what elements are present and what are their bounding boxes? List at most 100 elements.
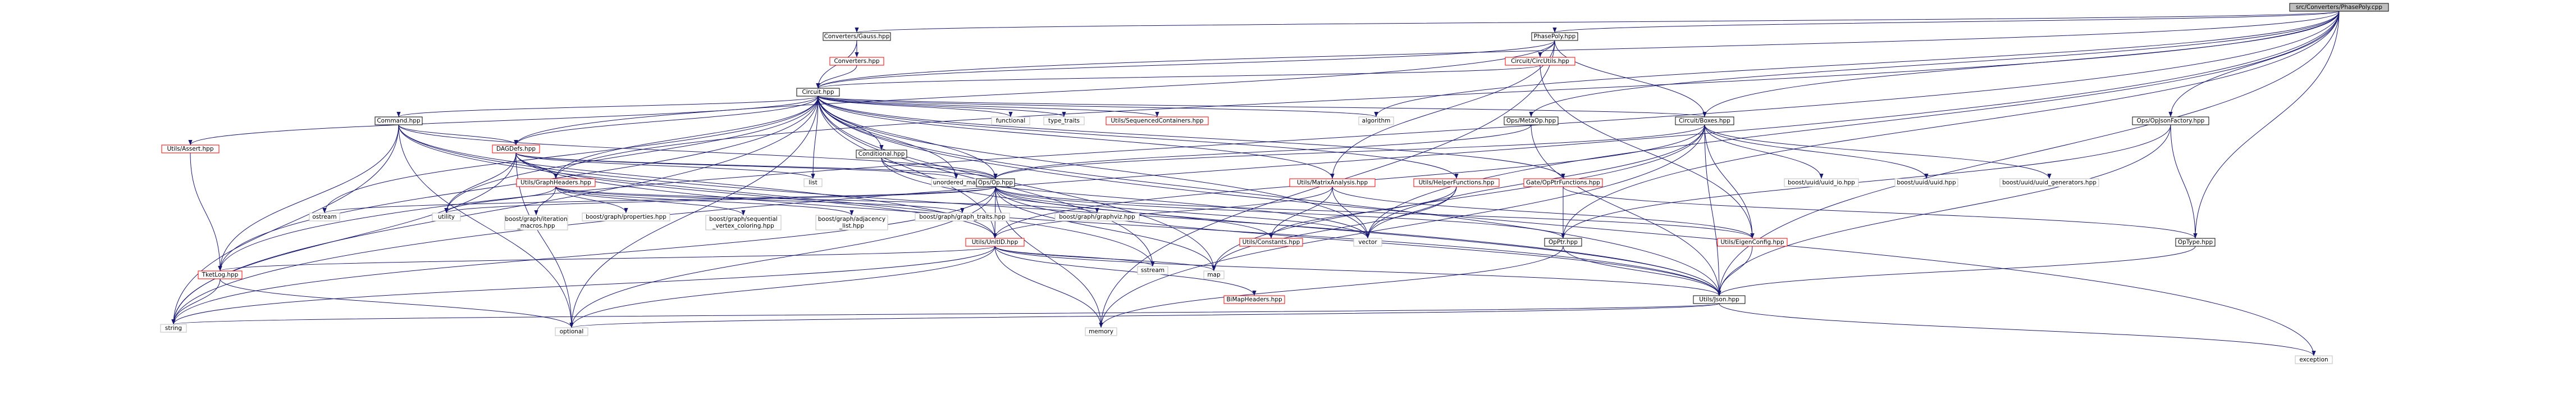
node-dagdefs[interactable]: DAGDefs.hpp — [492, 144, 540, 153]
edge-unitid-to-string — [171, 246, 995, 325]
node-label: OpType.hpp — [2178, 239, 2213, 246]
node-label: TketLog.hpp — [202, 272, 239, 278]
node-seqcontainers[interactable]: Utils/SequencedContainers.hpp — [1106, 116, 1209, 125]
node-label: memory — [1089, 328, 1113, 335]
edge-graphheaders-to-bg_adj — [555, 186, 854, 216]
edge-phasepoly-to-boxes — [1554, 40, 1707, 117]
node-box — [160, 324, 187, 333]
edge-opsop-to-ostream — [322, 186, 996, 214]
node-label: boost/uuid/uuid_io.hpp — [1788, 179, 1855, 186]
edge-boxes-to-json — [1704, 124, 1721, 296]
edge-matrixanalysis-to-eigenconfig — [1332, 186, 1755, 239]
node-conv_gauss[interactable]: Converters/Gauss.hpp — [823, 32, 891, 41]
node-box — [1504, 116, 1559, 125]
node-label: Gate/OpPtrFunctions.hpp — [1526, 179, 1600, 186]
node-label: boost/graph/properties.hpp — [586, 214, 666, 220]
node-box — [815, 215, 888, 230]
edge-dagdefs-to-string — [171, 152, 517, 325]
edge-dagdefs-to-graphheaders — [515, 152, 558, 179]
node-opptr[interactable]: OpPtr.hpp — [1544, 238, 1582, 247]
node-opsop[interactable]: Ops/Op.hpp — [976, 178, 1015, 187]
node-box — [309, 212, 340, 221]
edge-graphheaders-to-utility — [444, 186, 556, 214]
edge-assert-to-tketlog — [190, 152, 222, 272]
edge-conditional-to-opsop — [881, 157, 998, 179]
edge-matrixanalysis-to-unitid — [993, 186, 1333, 239]
edge-dagdefs-to-json — [515, 152, 1721, 296]
edge-opsop-to-utility — [444, 186, 996, 214]
node-json[interactable]: Utils/Json.hpp — [1693, 295, 1746, 304]
node-gateopptr[interactable]: Gate/OpPtrFunctions.hpp — [1523, 178, 1603, 187]
node-label: string — [165, 325, 182, 332]
node-helperfunctions[interactable]: Utils/HelperFunctions.hpp — [1413, 178, 1500, 187]
node-assert[interactable]: Utils/Assert.hpp — [161, 144, 220, 153]
edge-circuit-to-functional — [817, 96, 1013, 117]
edge-circuit-to-boxes — [817, 96, 1706, 117]
node-unordered_map: unordered_map — [931, 178, 981, 187]
node-label: exception — [2299, 356, 2328, 363]
node-bimap[interactable]: BiMapHeaders.hpp — [1223, 295, 1285, 304]
edge-graphheaders-to-bg_viz — [555, 186, 1099, 214]
node-box — [856, 150, 907, 159]
node-graphheaders[interactable]: Utils/GraphHeaders.hpp — [516, 178, 596, 187]
node-constants[interactable]: Utils/Constants.hpp — [1239, 238, 1303, 247]
edge-circuit-to-helperfunctions — [817, 96, 1459, 179]
edge-opsop-to-optional — [569, 186, 996, 328]
edge-circuit-to-exception — [817, 96, 2316, 356]
node-ostream: ostream — [309, 212, 340, 221]
node-label: Utils/Assert.hpp — [167, 146, 214, 152]
edge-phasepoly-to-matrixanalysis — [1330, 40, 1555, 179]
node-box — [829, 57, 884, 66]
node-box — [976, 178, 1015, 187]
node-box — [803, 178, 823, 187]
edge-circuit-to-seqcontainers — [817, 96, 1159, 117]
node-optype[interactable]: OpType.hpp — [2175, 238, 2216, 247]
node-boxes[interactable]: Circuit/Boxes.hpp — [1675, 116, 1734, 125]
node-circutils[interactable]: Circuit/CircUtils.hpp — [1505, 57, 1575, 66]
edge-circutils-to-eigenconfig — [1540, 65, 1755, 239]
node-matrixanalysis[interactable]: Utils/MatrixAnalysis.hpp — [1289, 178, 1376, 187]
node-box — [1353, 238, 1382, 247]
node-label: Utils/MatrixAnalysis.hpp — [1297, 179, 1368, 186]
node-tketlog[interactable]: TketLog.hpp — [198, 270, 243, 279]
edge-matrixanalysis-to-constants — [1269, 186, 1333, 239]
node-box — [965, 238, 1025, 247]
node-box — [1054, 212, 1140, 221]
edge-unitid-to-memory — [994, 246, 1103, 328]
edge-root-to-string — [171, 11, 2340, 325]
node-label: Utils/GraphHeaders.hpp — [520, 179, 591, 186]
node-converters[interactable]: Converters.hpp — [829, 57, 884, 66]
edge-boxes-to-eigenconfig — [1704, 124, 1755, 239]
node-circuit[interactable]: Circuit.hpp — [796, 88, 840, 97]
node-bg_traits: boost/graph/graph_traits.hpp — [915, 212, 1010, 221]
node-root[interactable]: src/Converters/PhasePoly.cpp — [2289, 3, 2389, 12]
node-box — [2175, 238, 2216, 247]
edge-helperfunctions-to-constants — [1269, 186, 1457, 239]
edge-root-to-json — [1717, 11, 2340, 296]
edge-circuit-to-map — [817, 96, 1216, 272]
node-label: Circuit/Boxes.hpp — [1679, 117, 1730, 124]
node-opjsonfactory[interactable]: Ops/OpJsonFactory.hpp — [2132, 116, 2209, 125]
node-command[interactable]: Command.hpp — [374, 116, 423, 125]
file-nodes: src/Converters/PhasePoly.cppConverters/G… — [160, 3, 2389, 364]
node-label: DAGDefs.hpp — [496, 146, 536, 152]
node-unitid[interactable]: Utils/UnitID.hpp — [965, 238, 1025, 247]
node-box — [823, 32, 891, 41]
node-bg_props: boost/graph/properties.hpp — [582, 212, 670, 221]
node-box — [1717, 238, 1788, 247]
node-memory: memory — [1085, 327, 1117, 336]
node-box — [198, 270, 243, 279]
node-label: Utils/Json.hpp — [1699, 296, 1739, 303]
node-label: Converters/Gauss.hpp — [824, 33, 890, 40]
node-utility: utility — [432, 212, 461, 221]
node-eigenconfig[interactable]: Utils/EigenConfig.hpp — [1717, 238, 1788, 247]
node-box — [1203, 270, 1225, 279]
node-metaop[interactable]: Ops/MetaOp.hpp — [1504, 116, 1559, 125]
node-label: BiMapHeaders.hpp — [1226, 296, 1282, 303]
node-phasepoly[interactable]: PhasePoly.hpp — [1531, 32, 1578, 41]
node-bg_iter: boost/graph/iteration_macros.hpp — [504, 215, 568, 230]
node-conditional[interactable]: Conditional.hpp — [856, 150, 907, 159]
node-list: list — [803, 178, 823, 187]
node-box — [1544, 238, 1582, 247]
node-box — [1223, 295, 1285, 304]
